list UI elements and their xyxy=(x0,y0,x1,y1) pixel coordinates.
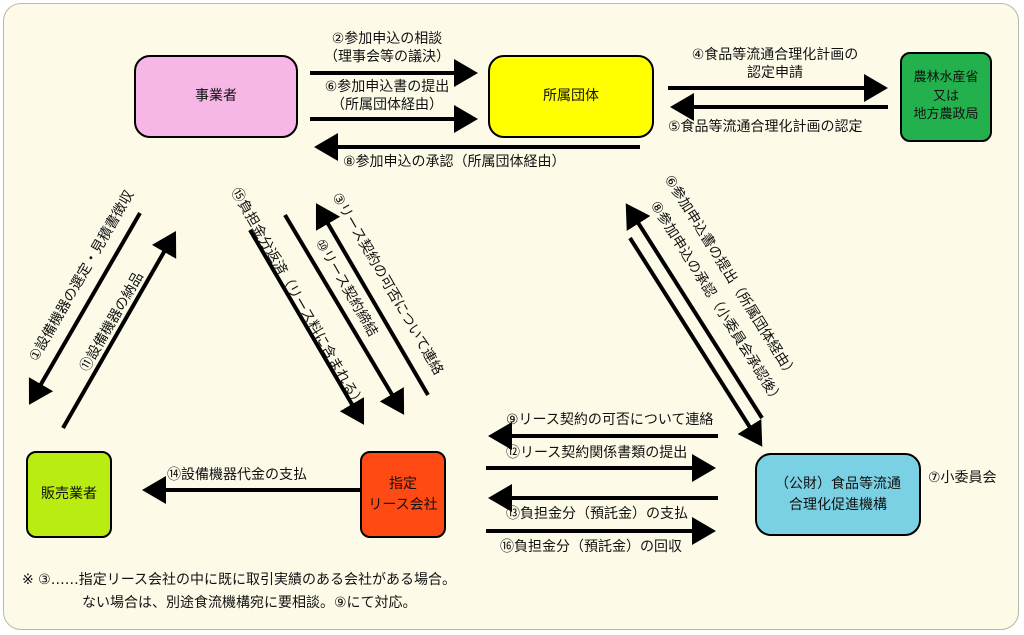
label-5: ⑤食品等流通合理化計画の認定 xyxy=(668,119,863,135)
label-14: ⑭設備機器代金の支払 xyxy=(167,467,307,483)
label-4: ④食品等流通合理化計画の 認定申請 xyxy=(691,47,859,82)
footnote-line-1: ※ ③……指定リース会社の中に既に取引実績のある会社がある場合。 xyxy=(22,572,457,588)
label-12: ⑫リース契約関係書類の提出 xyxy=(506,445,688,461)
arrow-8b xyxy=(628,236,763,447)
node-seller: 販売業者 xyxy=(26,451,112,538)
arrow-15 xyxy=(248,228,365,425)
node-lease: 指定 リース会社 xyxy=(360,451,446,538)
label-6a: ⑥参加申込書の提出 （所属団体経由） xyxy=(324,79,450,114)
node-business: 事業者 xyxy=(134,55,298,138)
node-ministry: 農林水産省 又は 地方農政局 xyxy=(900,52,992,142)
node-group: 所属団体 xyxy=(488,55,654,138)
label-16: ⑯負担金分（預託金）の回収 xyxy=(500,539,682,555)
arrow-3 xyxy=(315,203,430,397)
footnote-line-2: ない場合は、別途食流機構宛に要相談。⑨にて対応。 xyxy=(82,595,417,611)
label-13: ⑬負担金分（預託金）の支払 xyxy=(506,506,688,522)
label-2: ②参加申込の相談 （理事会等の議決） xyxy=(324,31,450,66)
node-foundation: （公財）食品等流通 合理化促進機構 xyxy=(755,453,921,536)
label-9: ⑨リース契約の可否について連絡 xyxy=(506,412,714,428)
arrow-1 xyxy=(28,211,142,405)
arrow-6b xyxy=(625,203,764,420)
label-7: ⑦小委員会 xyxy=(928,470,997,486)
label-8a: ⑧参加申込の承認（所属団体経由） xyxy=(343,154,566,170)
arrow-11 xyxy=(61,231,177,429)
arrow-10 xyxy=(283,213,405,415)
